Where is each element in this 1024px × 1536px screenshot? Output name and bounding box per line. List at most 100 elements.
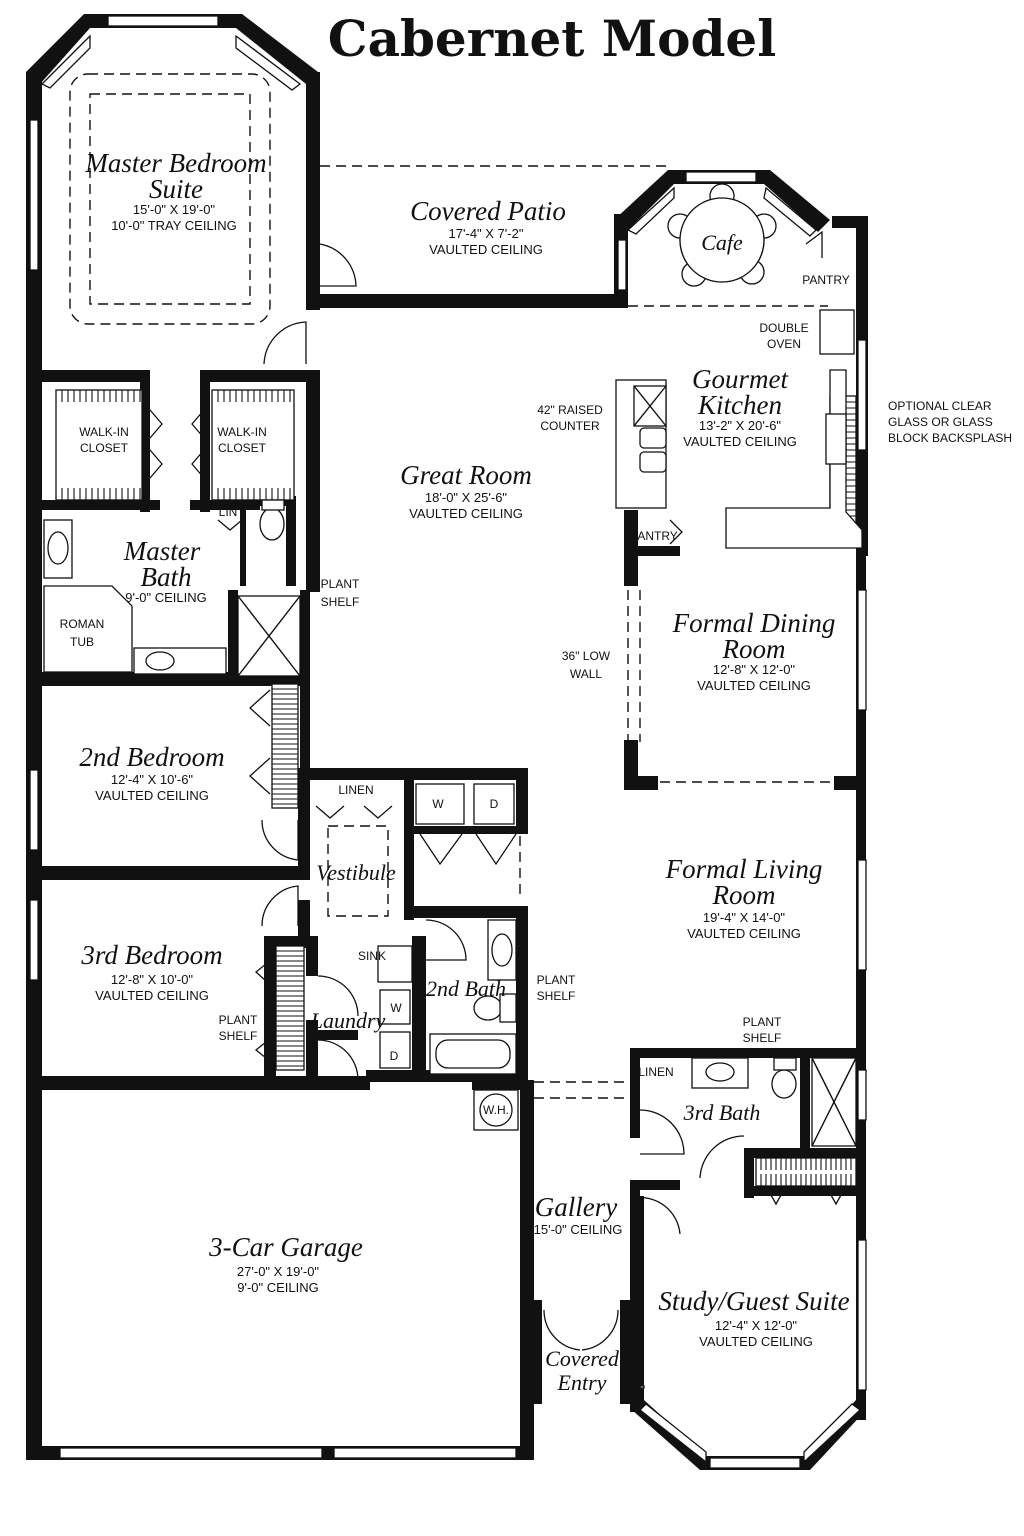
room-labels: Master Bedroom Suite 15'-0" X 19'-0" 10'…	[79, 148, 849, 1395]
svg-text:VAULTED CEILING: VAULTED CEILING	[699, 1334, 813, 1349]
room-formal-dining: Formal Dining Room 12'-8" X 12'-0" VAULT…	[672, 608, 836, 693]
svg-text:LINEN: LINEN	[338, 783, 373, 797]
svg-text:LIN: LIN	[219, 505, 238, 519]
svg-text:SINK: SINK	[358, 949, 386, 963]
room-cafe: Cafe	[701, 230, 743, 255]
room-study: Study/Guest Suite 12'-4" X 12'-0" VAULTE…	[658, 1286, 849, 1349]
svg-text:Gallery: Gallery	[535, 1192, 617, 1222]
room-third-bath: 3rd Bath	[683, 1100, 761, 1125]
room-laundry: Laundry	[310, 1008, 386, 1033]
svg-text:12'-8" X 10'-0": 12'-8" X 10'-0"	[111, 972, 194, 987]
svg-text:12'-4" X 10'-6": 12'-4" X 10'-6"	[111, 772, 194, 787]
svg-text:17'-4" X 7'-2": 17'-4" X 7'-2"	[449, 226, 524, 241]
svg-text:13'-2" X 20'-6": 13'-2" X 20'-6"	[699, 418, 782, 433]
svg-text:Bath: Bath	[141, 562, 192, 592]
svg-text:SHELF: SHELF	[321, 595, 360, 609]
svg-text:PLANT: PLANT	[537, 973, 576, 987]
svg-text:W: W	[432, 797, 444, 811]
svg-text:SHELF: SHELF	[743, 1031, 782, 1045]
svg-text:DOUBLE: DOUBLE	[759, 321, 808, 335]
svg-text:VAULTED CEILING: VAULTED CEILING	[409, 506, 523, 521]
svg-text:12'-8" X 12'-0": 12'-8" X 12'-0"	[713, 662, 796, 677]
svg-text:Master Bedroom: Master Bedroom	[84, 148, 266, 178]
svg-text:Entry: Entry	[557, 1370, 607, 1395]
svg-text:2nd Bedroom: 2nd Bedroom	[79, 742, 224, 772]
interior-walls	[40, 370, 866, 1210]
svg-text:WALL: WALL	[570, 667, 603, 681]
svg-text:Great Room: Great Room	[400, 460, 532, 490]
svg-text:15'-0" CEILING: 15'-0" CEILING	[534, 1222, 623, 1237]
svg-text:Study/Guest Suite: Study/Guest Suite	[658, 1286, 849, 1316]
svg-text:W.H.: W.H.	[483, 1103, 509, 1117]
svg-text:VAULTED CEILING: VAULTED CEILING	[697, 678, 811, 693]
room-formal-living: Formal Living Room 19'-4" X 14'-0" VAULT…	[665, 854, 823, 941]
room-covered-entry: Covered Entry	[545, 1346, 620, 1395]
svg-text:Formal Living: Formal Living	[665, 854, 823, 884]
room-covered-patio: Covered Patio 17'-4" X 7'-2" VAULTED CEI…	[410, 196, 566, 257]
svg-text:VAULTED CEILING: VAULTED CEILING	[683, 434, 797, 449]
svg-text:PLANT: PLANT	[219, 1013, 258, 1027]
svg-text:WALK-IN: WALK-IN	[217, 425, 267, 439]
note-labels: WALK-IN CLOSET WALK-IN CLOSET PANTRY DOU…	[60, 273, 1012, 1117]
svg-text:BLOCK BACKSPLASH: BLOCK BACKSPLASH	[888, 431, 1012, 445]
room-master-bath: Master Bath 9'-0" CEILING	[123, 536, 207, 605]
svg-text:PLANT: PLANT	[743, 1015, 782, 1029]
svg-text:42" RAISED: 42" RAISED	[537, 403, 603, 417]
svg-text:LINEN: LINEN	[638, 1065, 673, 1079]
svg-text:Suite: Suite	[149, 174, 203, 204]
svg-text:Master: Master	[123, 536, 201, 566]
svg-text:3-Car Garage: 3-Car Garage	[208, 1232, 363, 1262]
room-garage: 3-Car Garage 27'-0" X 19'-0" 9'-0" CEILI…	[208, 1232, 363, 1295]
room-third-bedroom: 3rd Bedroom 12'-8" X 10'-0" VAULTED CEIL…	[80, 940, 222, 1003]
svg-text:Covered Patio: Covered Patio	[410, 196, 566, 226]
svg-text:Gourmet: Gourmet	[692, 364, 789, 394]
fixtures	[43, 183, 863, 1147]
svg-text:CLOSET: CLOSET	[80, 441, 129, 455]
svg-text:GLASS OR GLASS: GLASS OR GLASS	[888, 415, 993, 429]
svg-text:19'-4" X 14'-0": 19'-4" X 14'-0"	[703, 910, 786, 925]
svg-text:VAULTED CEILING: VAULTED CEILING	[429, 242, 543, 257]
svg-text:9'-0" CEILING: 9'-0" CEILING	[237, 1280, 319, 1295]
svg-text:Kitchen: Kitchen	[697, 390, 782, 420]
room-vestibule: Vestibule	[316, 860, 396, 885]
svg-text:Room: Room	[712, 880, 776, 910]
svg-text:VAULTED CEILING: VAULTED CEILING	[95, 788, 209, 803]
svg-text:3rd Bedroom: 3rd Bedroom	[80, 940, 222, 970]
svg-text:Room: Room	[722, 634, 786, 664]
room-master-bedroom: Master Bedroom Suite 15'-0" X 19'-0" 10'…	[84, 148, 266, 233]
svg-text:9'-0" CEILING: 9'-0" CEILING	[125, 590, 207, 605]
svg-text:TUB: TUB	[70, 635, 94, 649]
svg-text:SHELF: SHELF	[537, 989, 576, 1003]
svg-text:PLANT: PLANT	[321, 577, 360, 591]
svg-text:Formal Dining: Formal Dining	[672, 608, 836, 638]
svg-text:ROMAN: ROMAN	[60, 617, 105, 631]
svg-text:OPTIONAL CLEAR: OPTIONAL CLEAR	[888, 399, 992, 413]
room-second-bath: 2nd Bath	[426, 976, 506, 1001]
svg-text:PANTRY: PANTRY	[630, 529, 678, 543]
svg-text:WALK-IN: WALK-IN	[79, 425, 129, 439]
room-gallery: Gallery 15'-0" CEILING	[534, 1192, 623, 1237]
svg-text:12'-4" X 12'-0": 12'-4" X 12'-0"	[715, 1318, 798, 1333]
svg-text:D: D	[490, 797, 499, 811]
room-gourmet-kitchen: Gourmet Kitchen 13'-2" X 20'-6" VAULTED …	[683, 364, 797, 449]
dashed-lines	[69, 73, 832, 1099]
svg-text:10'-0" TRAY CEILING: 10'-0" TRAY CEILING	[111, 218, 237, 233]
svg-text:Covered: Covered	[545, 1346, 620, 1371]
svg-text:PANTRY: PANTRY	[802, 273, 850, 287]
room-great-room: Great Room 18'-0" X 25'-6" VAULTED CEILI…	[400, 460, 532, 521]
door-swings	[149, 230, 847, 1351]
plan-title: Cabernet Model	[328, 9, 776, 68]
svg-text:36" LOW: 36" LOW	[562, 649, 611, 663]
svg-text:W: W	[390, 1001, 402, 1015]
svg-text:27'-0" X 19'-0": 27'-0" X 19'-0"	[237, 1264, 320, 1279]
svg-text:15'-0" X 19'-0": 15'-0" X 19'-0"	[133, 202, 216, 217]
svg-text:18'-0" X 25'-6": 18'-0" X 25'-6"	[425, 490, 508, 505]
svg-text:D: D	[390, 1049, 399, 1063]
svg-text:CLOSET: CLOSET	[218, 441, 267, 455]
svg-text:SHELF: SHELF	[219, 1029, 258, 1043]
svg-text:OVEN: OVEN	[767, 337, 801, 351]
svg-text:VAULTED CEILING: VAULTED CEILING	[95, 988, 209, 1003]
svg-text:VAULTED CEILING: VAULTED CEILING	[687, 926, 801, 941]
windows	[29, 15, 867, 1469]
